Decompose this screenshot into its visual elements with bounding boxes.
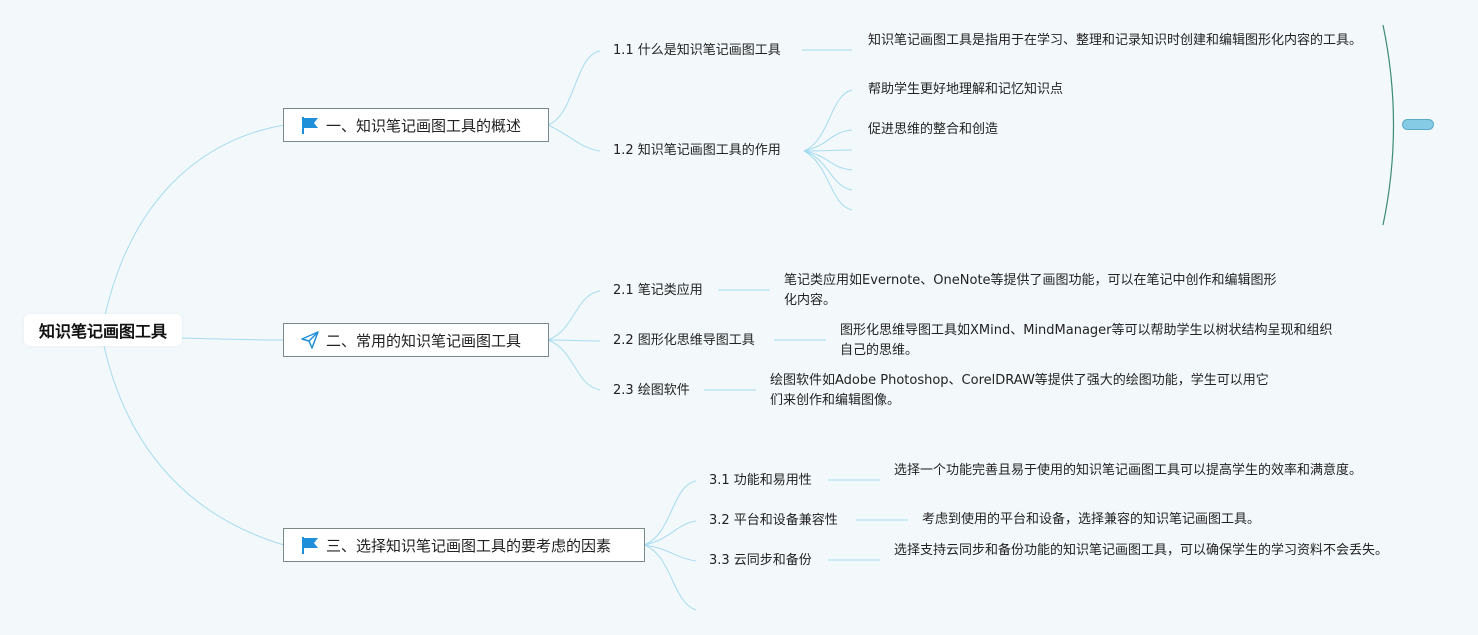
leaf-node[interactable]: 绘图软件如Adobe Photoshop、CorelDRAW等提供了强大的绘图功…	[770, 371, 1270, 411]
branch-label-2: 二、常用的知识笔记画图工具	[326, 331, 522, 350]
topic-label: 3.2 平台和设备兼容性	[709, 513, 838, 528]
topic-node-2-3[interactable]: 2.3 绘图软件	[613, 382, 690, 400]
connector-branch-2-topic-2-3	[547, 339, 601, 391]
leaf-text: 知识笔记画图工具是指用于在学习、整理和记录知识时创建和编辑图形化内容的工具。	[868, 33, 1363, 48]
connector-branch-2-topic-2-1	[547, 290, 601, 341]
summary-bracket	[1382, 24, 1395, 226]
topic-node-1-2[interactable]: 1.2 知识笔记画图工具的作用	[613, 142, 781, 160]
leaf-text: 选择支持云同步和备份功能的知识笔记画图工具，可以确保学生的学习资料不会丢失。	[894, 543, 1389, 558]
topic-label: 2.1 笔记类应用	[613, 283, 703, 298]
connector-branch-3-topic-3-1	[643, 480, 697, 546]
branch-label-1: 一、知识笔记画图工具的概述	[326, 116, 522, 135]
connector-topic-1-2-leaf-6	[803, 150, 853, 211]
branch-node-2[interactable]: 二、常用的知识笔记画图工具	[283, 323, 549, 357]
leaf-text: 绘图软件如Adobe Photoshop、CorelDRAW等提供了强大的绘图功…	[770, 373, 1269, 408]
connector-branch-2-topic-2-2	[547, 339, 601, 342]
leaf-text: 图形化思维导图工具如XMind、MindManager等可以帮助学生以树状结构呈…	[840, 323, 1333, 358]
connector-branch-3-topic-3-4	[643, 544, 697, 611]
topic-node-1-1[interactable]: 1.1 什么是知识笔记画图工具	[613, 42, 781, 60]
leaf-node[interactable]: 笔记类应用如Evernote、OneNote等提供了画图功能，可以在笔记中创作和…	[784, 271, 1284, 311]
connector-branch-3-topic-3-2	[643, 520, 697, 546]
branch-node-1[interactable]: 一、知识笔记画图工具的概述	[283, 108, 549, 142]
leaf-text: 促进思维的整合和创造	[868, 122, 999, 137]
topic-node-2-2[interactable]: 2.2 图形化思维导图工具	[613, 332, 755, 350]
flag-icon	[300, 115, 320, 135]
connector-branch-1-topic-1-2	[547, 124, 601, 152]
paper-plane-icon	[300, 330, 320, 350]
leaf-node[interactable]: 帮助学生更好地理解和记忆知识点	[868, 80, 1063, 100]
topic-label: 2.2 图形化思维导图工具	[613, 333, 755, 348]
connector-topic-1-2-leaf-4	[803, 150, 853, 171]
leaf-node[interactable]: 选择一个功能完善且易于使用的知识笔记画图工具可以提高学生的效率和满意度。	[894, 461, 1384, 481]
topic-label: 3.3 云同步和备份	[709, 553, 812, 568]
connector-root-branch-1	[103, 124, 285, 321]
summary-node[interactable]	[1402, 119, 1434, 130]
topic-label: 3.1 功能和易用性	[709, 473, 812, 488]
leaf-node[interactable]: 考虑到使用的平台和设备，选择兼容的知识笔记画图工具。	[922, 510, 1260, 530]
root-node[interactable]: 知识笔记画图工具	[24, 314, 182, 346]
leaf-node[interactable]: 选择支持云同步和备份功能的知识笔记画图工具，可以确保学生的学习资料不会丢失。	[894, 541, 1392, 561]
leaf-node[interactable]: 知识笔记画图工具是指用于在学习、整理和记录知识时创建和编辑图形化内容的工具。	[868, 31, 1368, 51]
connector-topic-1-2-leaf-3	[803, 149, 853, 152]
connector-topic-1-2-leaf-5	[803, 150, 853, 191]
connector-topic-1-2-leaf-2	[803, 129, 853, 152]
topic-node-3-2[interactable]: 3.2 平台和设备兼容性	[709, 512, 838, 530]
topic-node-3-1[interactable]: 3.1 功能和易用性	[709, 472, 812, 490]
branch-node-3[interactable]: 三、选择知识笔记画图工具的要考虑的因素	[283, 528, 645, 562]
leaf-text: 笔记类应用如Evernote、OneNote等提供了画图功能，可以在笔记中创作和…	[784, 273, 1277, 308]
branch-label-3: 三、选择知识笔记画图工具的要考虑的因素	[326, 536, 612, 555]
connector-branch-3-topic-3-3	[643, 544, 697, 562]
root-label: 知识笔记画图工具	[38, 322, 167, 341]
topic-label: 1.2 知识笔记画图工具的作用	[613, 143, 781, 158]
topic-label: 1.1 什么是知识笔记画图工具	[613, 43, 781, 58]
topic-label: 2.3 绘图软件	[613, 383, 690, 398]
connector-root-branch-2	[181, 337, 285, 341]
topic-node-2-1[interactable]: 2.1 笔记类应用	[613, 282, 703, 300]
leaf-text: 选择一个功能完善且易于使用的知识笔记画图工具可以提高学生的效率和满意度。	[894, 463, 1363, 478]
leaf-node[interactable]: 图形化思维导图工具如XMind、MindManager等可以帮助学生以树状结构呈…	[840, 321, 1340, 361]
connector-branch-1-topic-1-1	[547, 50, 601, 126]
connector-topic-1-2-leaf-1	[803, 89, 853, 152]
connector-root-branch-3	[103, 345, 285, 546]
leaf-text: 帮助学生更好地理解和记忆知识点	[868, 82, 1064, 97]
flag-icon	[300, 535, 320, 555]
topic-node-3-3[interactable]: 3.3 云同步和备份	[709, 552, 812, 570]
leaf-text: 考虑到使用的平台和设备，选择兼容的知识笔记画图工具。	[922, 512, 1261, 527]
leaf-node[interactable]: 促进思维的整合和创造	[868, 120, 998, 140]
